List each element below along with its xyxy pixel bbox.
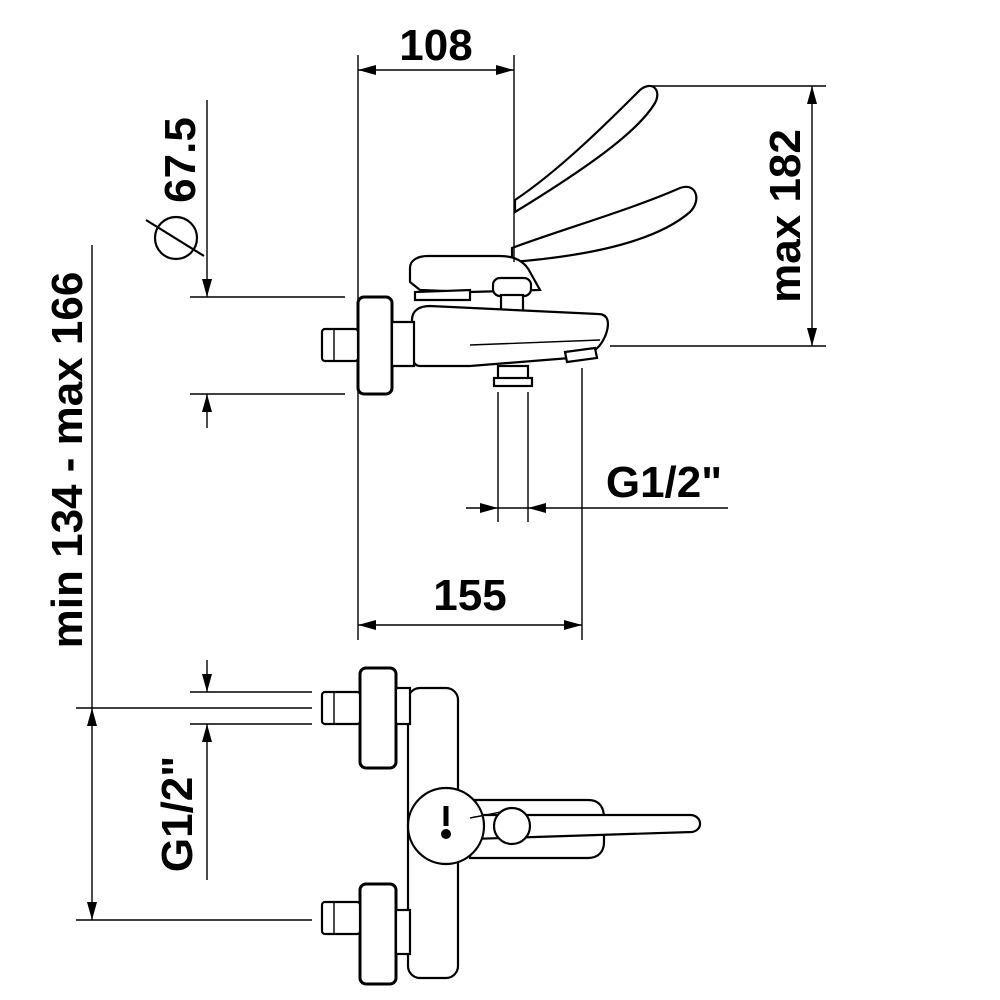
- front-view: [320, 666, 702, 986]
- dimension-label-outlet-thread: G1/2": [606, 458, 722, 507]
- side-view: [320, 84, 698, 396]
- dimension-wall-spacing: min 134 - max 166: [43, 245, 312, 921]
- diverter-knob: [491, 276, 533, 319]
- lower-connector: [320, 882, 412, 986]
- spout-body: [410, 304, 609, 368]
- dimension-155: 155: [358, 368, 583, 640]
- dimension-label-155: 155: [433, 571, 506, 620]
- dimension-label-inlet-thread: G1/2": [153, 756, 202, 872]
- temperature-indicator-icon: [441, 806, 451, 839]
- lever-lowered: [510, 185, 698, 264]
- dimension-label-max-182: max 182: [761, 129, 810, 303]
- dimension-label-wall-spacing: min 134 - max 166: [43, 272, 92, 649]
- dimension-108: 108: [357, 21, 515, 640]
- dimension-label-diameter: 67.5: [156, 117, 205, 203]
- lever-front: [406, 786, 702, 866]
- spout-outlet: [563, 346, 599, 364]
- eccentric-nipple: [320, 327, 360, 363]
- cartridge-mount: [413, 288, 472, 302]
- dimension-outlet-thread: G1/2": [466, 392, 728, 522]
- wall-rosette: [356, 295, 394, 396]
- diameter-symbol-icon: [145, 215, 205, 261]
- dimension-inlet-thread: G1/2": [153, 660, 312, 880]
- dimension-max-182: max 182: [610, 85, 826, 347]
- lever-raised: [513, 84, 659, 214]
- upper-connector: [320, 666, 412, 770]
- outlet-connector: [492, 364, 534, 388]
- body-connector: [390, 320, 416, 368]
- dimension-diameter: 67.5: [145, 100, 345, 428]
- dimension-label-108: 108: [399, 21, 472, 70]
